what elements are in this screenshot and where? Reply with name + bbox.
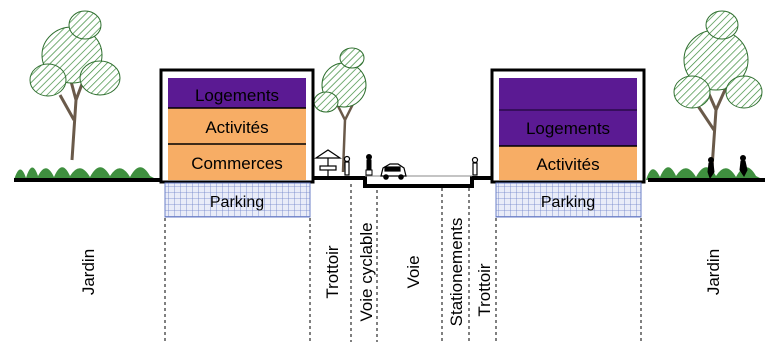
grass-right [646,167,764,180]
left-label-logements: Logements [195,86,279,105]
left-label-parking: Parking [210,194,264,211]
left-label-activites: Activités [205,118,268,137]
zone-label-stationnements: Stationements [447,218,466,327]
right-floor-activites [499,146,637,180]
zone-label-trottoir-left: Trottoir [323,245,342,299]
zone-label-trottoir-right: Trottoir [475,263,494,317]
left-floor-logements [168,78,306,108]
zone-label-voie: Voie [404,255,423,288]
right-floor-logements [499,78,637,146]
pedestrian-1 [343,155,351,176]
pedestrian-2 [471,156,479,176]
left-label-commerces: Commerces [191,154,283,173]
car [380,163,407,180]
zone-label-jardin-left: Jardin [79,249,98,295]
pedestrian-3 [707,157,715,180]
right-parking [495,182,642,218]
right-label-parking: Parking [541,194,595,211]
zone-label-voie-cyclable: Voie cyclable [357,222,376,321]
grass-left [14,167,158,180]
right-label-activites: Activités [536,155,599,174]
pedestrian-4 [739,155,748,177]
left-building: Logements Activités Commerces Parking [159,68,315,218]
left-parking [164,182,311,218]
right-building: Logements Activités Parking [490,68,646,218]
ground-line [14,176,765,188]
zone-label-jardin-right: Jardin [704,249,723,295]
kiosk-umbrella [314,149,342,176]
zone-separators [164,184,642,342]
tree-right [673,10,763,169]
tree-left [29,10,121,161]
cyclist [365,154,373,176]
right-label-logements: Logements [526,119,610,138]
left-floor-commerces [168,144,306,180]
left-floor-activites [168,108,306,144]
tree-middle [313,47,367,173]
